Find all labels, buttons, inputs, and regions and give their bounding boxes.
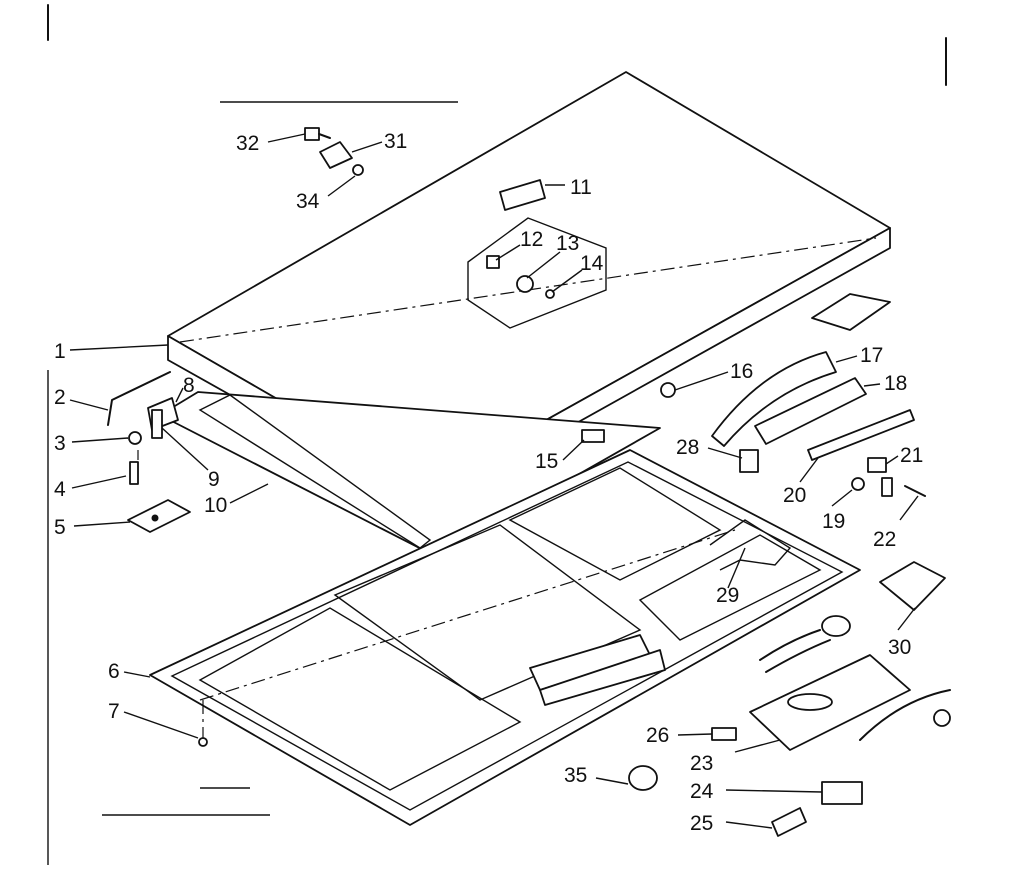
- part-label-2: 2: [54, 386, 66, 409]
- part-label-28: 28: [676, 436, 699, 459]
- part-label-5: 5: [54, 516, 66, 539]
- part-label-18: 18: [884, 372, 907, 395]
- part-label-1: 1: [54, 340, 66, 363]
- lock-hardware: [304, 127, 364, 176]
- part-label-25: 25: [690, 812, 713, 835]
- hinge-assembly: [107, 371, 208, 747]
- cabinet-frame: [149, 449, 861, 826]
- part-label-19: 19: [822, 510, 845, 533]
- part-label-7: 7: [108, 700, 120, 723]
- part-label-14: 14: [580, 252, 604, 275]
- part-label-22: 22: [873, 528, 896, 551]
- part-label-21: 21: [900, 444, 923, 467]
- scan-marks: [47, 4, 947, 865]
- part-label-24: 24: [690, 780, 714, 803]
- part-label-9: 9: [208, 468, 220, 491]
- part-label-16: 16: [730, 360, 753, 383]
- part-labels: 1 2 3 4 5 6 7 8 9 10 11 12 13 14 15 16 1…: [54, 130, 923, 835]
- part-label-30: 30: [888, 636, 911, 659]
- leader-lines: [69, 133, 919, 829]
- part-label-3: 3: [54, 432, 66, 455]
- part-label-12: 12: [520, 228, 543, 251]
- part-label-8: 8: [183, 374, 195, 397]
- part-label-34: 34: [296, 190, 320, 213]
- part-label-13: 13: [556, 232, 579, 255]
- door-handle-assembly: [581, 351, 915, 473]
- part-label-26: 26: [646, 724, 669, 747]
- part-label-35: 35: [564, 764, 587, 787]
- part-label-17: 17: [860, 344, 883, 367]
- part-label-31: 31: [384, 130, 407, 153]
- part-label-29: 29: [716, 584, 739, 607]
- part-label-10: 10: [204, 494, 227, 517]
- lid-liner: [159, 293, 891, 557]
- part-label-11: 11: [570, 176, 592, 199]
- part-label-4: 4: [54, 478, 66, 501]
- part-label-15: 15: [535, 450, 558, 473]
- part-label-23: 23: [690, 752, 713, 775]
- part-label-20: 20: [783, 484, 806, 507]
- part-label-32: 32: [236, 132, 259, 155]
- latch-detail-panel: [467, 179, 607, 329]
- part-label-6: 6: [108, 660, 120, 683]
